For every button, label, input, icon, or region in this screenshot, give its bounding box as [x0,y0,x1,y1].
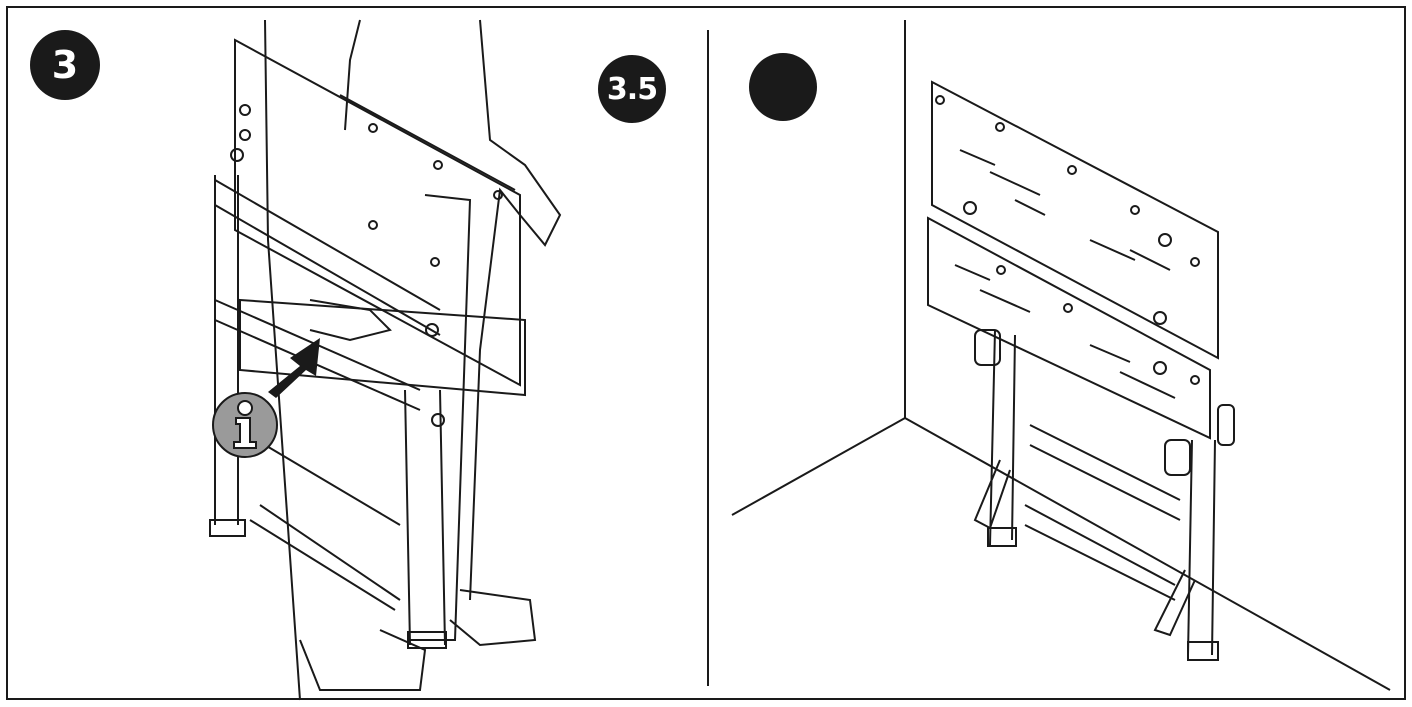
info-icon [212,392,278,458]
push-arrow-icon [268,338,320,398]
step-number-badge: 3 [30,30,100,100]
step-number-badge: 3.5 [598,55,666,123]
step-3-illustration [209,19,562,701]
step-number-badge-blank [749,53,817,121]
panel-divider [707,30,709,686]
